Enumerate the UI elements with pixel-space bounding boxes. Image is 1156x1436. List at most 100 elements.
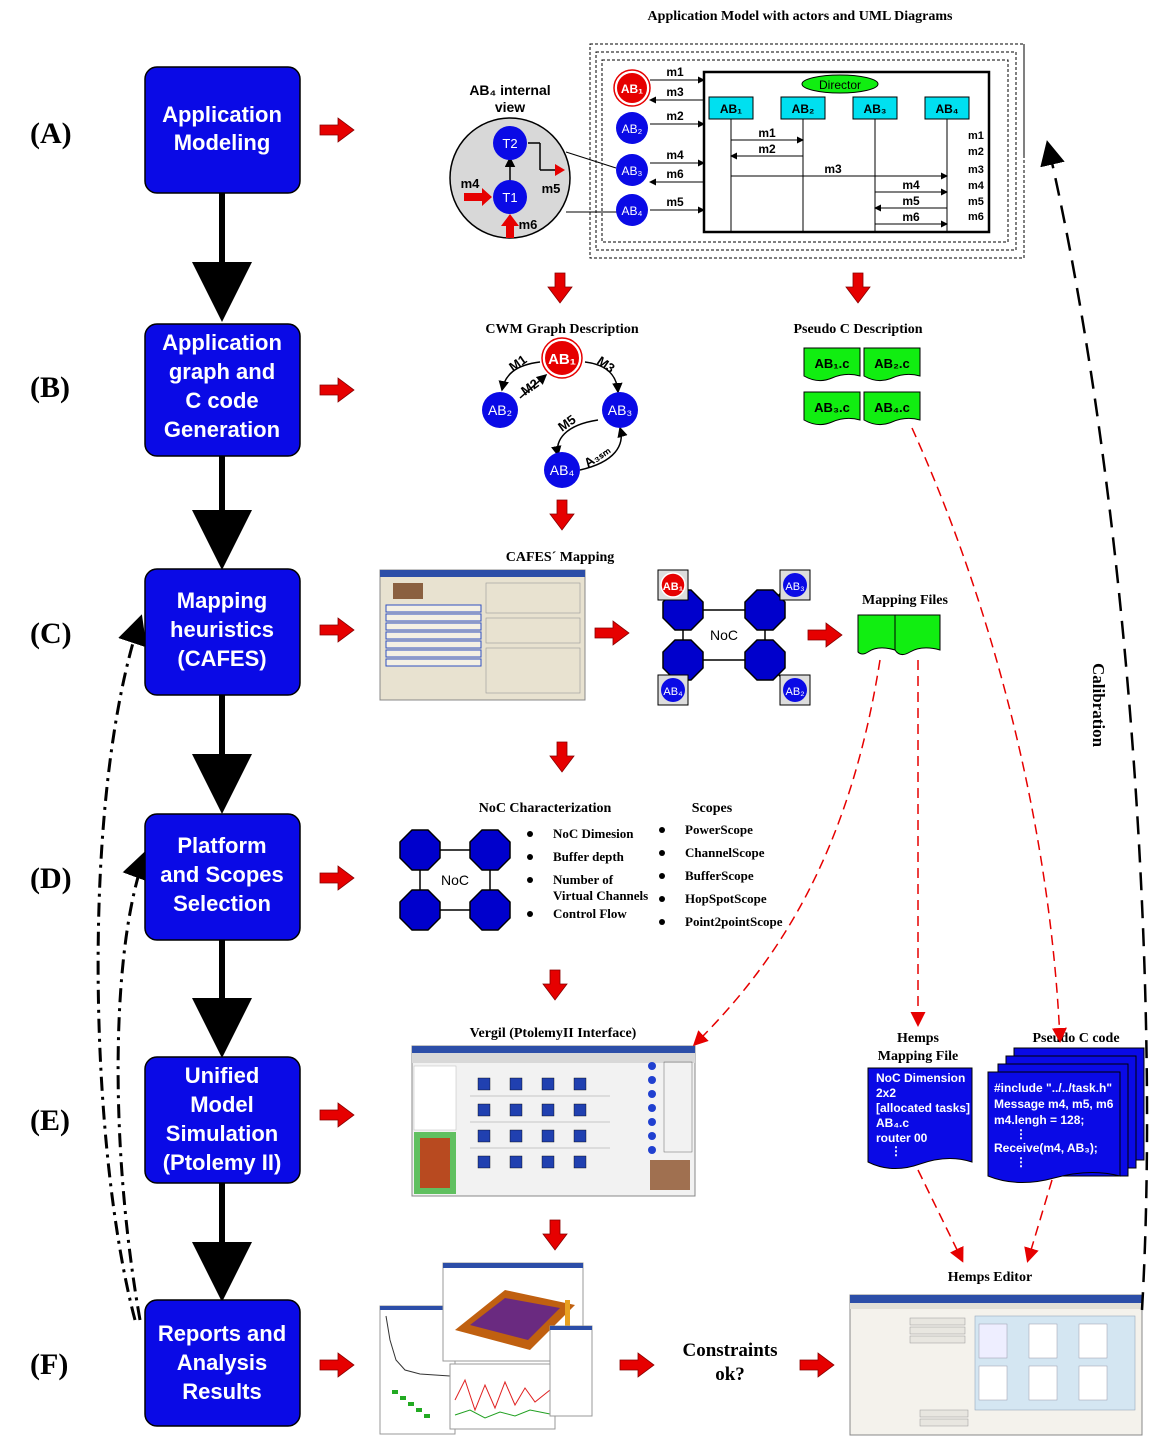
iv-m6: m6 — [519, 217, 538, 232]
a-m6: m6 — [666, 167, 684, 181]
code-line-0: #include "../../task.h" — [994, 1081, 1112, 1095]
step-e-line1: Unified — [185, 1063, 260, 1088]
step-a-line1: Application — [162, 102, 282, 127]
code-line-5: ⋮ — [1015, 1155, 1027, 1169]
pseudo-c-files: AB₁.c AB₂.c AB₃.c AB₄.c — [803, 347, 921, 426]
step-c-letter: (C) — [30, 617, 72, 650]
noc-char-item-4: Control Flow — [553, 906, 627, 921]
hemps-line-3: AB₄.c — [876, 1116, 909, 1130]
step-f-letter: (F) — [30, 1348, 68, 1381]
cwm-M1: M1 — [506, 352, 529, 375]
step-c-line3: (CAFES) — [177, 646, 266, 671]
iv-m4: m4 — [461, 176, 481, 191]
cwm-graph: AB₁ AB₂ AB₃ AB₄ M1 M2 M3 M5 A₃ₛₘ — [482, 337, 638, 488]
platform-noc-label: NoC — [441, 872, 469, 888]
scope-item-3: HopSpotScope — [685, 891, 767, 906]
hemps-mapping-file: Hemps Mapping File NoC Dimension 2x2 [al… — [867, 1031, 973, 1169]
hemps-line-0: NoC Dimension — [876, 1071, 965, 1085]
calibration-label: Calibration — [1089, 663, 1108, 748]
a-m2: m2 — [666, 109, 684, 123]
constraints-text-2: ok? — [715, 1364, 745, 1385]
scope-item-0: PowerScope — [685, 822, 753, 837]
file-ab1: AB₁.c — [815, 356, 850, 371]
down-arrow-d — [542, 969, 568, 1001]
code-line-3: ⋮ — [1015, 1127, 1027, 1141]
step-f-line3: Results — [182, 1379, 261, 1404]
mapping-files-icon — [857, 614, 941, 656]
step-b: Application graph and C code Generation … — [30, 323, 301, 457]
a-m3: m3 — [666, 85, 684, 99]
step-b-line2: graph and — [169, 359, 275, 384]
noc-char-item-1: Buffer depth — [553, 849, 625, 864]
constraints-text-1: Constraints — [682, 1340, 777, 1361]
seq-m4: m4 — [902, 178, 920, 192]
step-c-line2: heuristics — [170, 617, 274, 642]
vergil-title: Vergil (PtolemyII Interface) — [470, 1026, 637, 1041]
step-f-line1: Reports and — [158, 1321, 286, 1346]
noc-ab4: AB₄ — [663, 686, 683, 698]
scope-item-2: BufferScope — [685, 868, 754, 883]
cwm-title: CWM Graph Description — [485, 322, 638, 337]
hemps-editor-screenshot — [849, 1294, 1143, 1436]
noc-char-item-2: Number of — [553, 872, 614, 887]
file-ab2: AB₂.c — [874, 356, 909, 371]
director-label: Director — [819, 78, 861, 92]
step-e-line4: (Ptolemy II) — [163, 1150, 282, 1175]
file-ab4: AB₄.c — [874, 400, 910, 415]
step-a-letter: (A) — [30, 117, 72, 150]
cwm-A3sm: A₃ₛₘ — [581, 442, 613, 471]
mapping-files-title: Mapping Files — [862, 593, 949, 608]
a-m5: m5 — [666, 195, 684, 209]
step-red-arrows — [319, 117, 355, 1378]
seq-ab4: AB₄ — [935, 102, 958, 116]
out-m4: m4 — [968, 180, 985, 192]
app-model-dashed-loops — [589, 43, 1025, 259]
step-c: Mapping heuristics (CAFES) (C) — [30, 568, 301, 696]
seq-ab3: AB₃ — [864, 102, 887, 116]
hemps-editor-title: Hemps Editor — [948, 1270, 1032, 1285]
noc-char-list: NoC Dimesion Buffer depth Number of Virt… — [527, 826, 648, 921]
step-e: Unified Model Simulation (Ptolemy II) (E… — [30, 1056, 301, 1184]
step-d-letter: (D) — [30, 862, 72, 895]
code-line-2: m4.lengh = 128; — [994, 1113, 1084, 1127]
seq-m6: m6 — [902, 210, 920, 224]
internal-view-title-1: AB₄ internal — [469, 82, 550, 98]
step-a: Application Modeling (A) — [30, 66, 301, 194]
vergil-screenshot — [411, 1045, 696, 1197]
cwm-ab4: AB₄ — [550, 462, 575, 478]
scopes-title: Scopes — [692, 801, 733, 816]
down-arrow-b — [549, 499, 575, 531]
hemps-line-1: 2x2 — [876, 1086, 896, 1100]
platform-noc: NoC — [399, 829, 511, 931]
step-d: Platform and Scopes Selection (D) — [30, 813, 301, 941]
down-arrow-a2 — [845, 272, 871, 304]
actor-ab3-label: AB₃ — [622, 164, 643, 178]
step-f-line2: Analysis — [177, 1350, 268, 1375]
out-m6: m6 — [968, 211, 984, 223]
app-model-actors: AB₁ AB₂ AB₃ AB₄ — [613, 69, 651, 226]
hemps-line-4: router 00 — [876, 1131, 928, 1145]
t1-label: T1 — [502, 190, 517, 205]
cwm-ab3: AB₃ — [608, 402, 632, 418]
cafes-screenshot — [379, 569, 586, 701]
hemps-file-title-2: Mapping File — [878, 1049, 959, 1064]
report-screenshots — [379, 1262, 593, 1435]
cwm-M3: M3 — [594, 353, 617, 376]
step-d-line3: Selection — [173, 891, 271, 916]
code-line-1: Message m4, m5, m6 — [994, 1097, 1114, 1111]
actor-ab1-label: AB₁ — [621, 82, 643, 96]
cwm-M5: M5 — [555, 412, 578, 435]
scope-item-1: ChannelScope — [685, 845, 765, 860]
cwm-ab1: AB₁ — [548, 351, 576, 368]
step-a-line2: Modeling — [174, 130, 271, 155]
scope-list: PowerScope ChannelScope BufferScope HopS… — [659, 822, 783, 929]
down-arrow-e — [542, 1219, 568, 1251]
cafes-title: CAFES´ Mapping — [506, 550, 615, 565]
cafes-noc-label: NoC — [710, 627, 738, 643]
step-c-line1: Mapping — [177, 588, 267, 613]
noc-ab3: AB₃ — [785, 581, 804, 593]
step-b-line4: Generation — [164, 417, 280, 442]
iv-m5: m5 — [542, 181, 561, 196]
feedback-dashdot-arrows — [96, 614, 151, 1321]
